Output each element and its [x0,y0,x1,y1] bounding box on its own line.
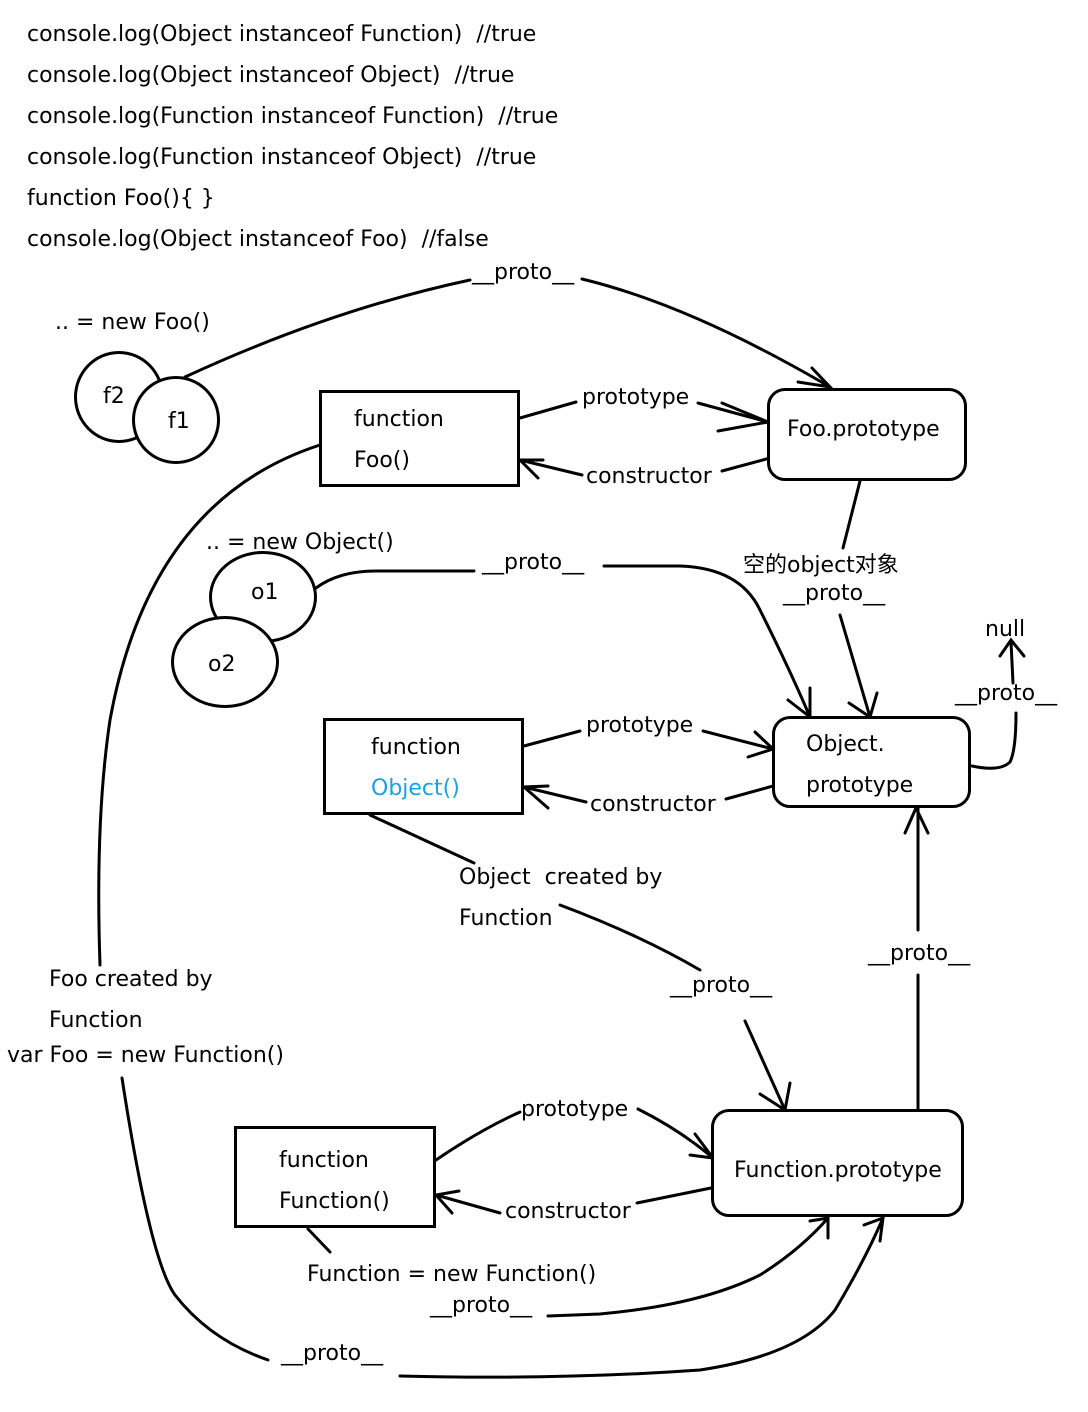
box-function-function: function Function() [234,1126,436,1228]
label-objproto-proto: __proto__ [955,681,1058,706]
object-instances-caption: .. = new Object() [206,530,394,555]
label-foo-prototype: prototype [582,385,690,410]
edge-f1-proto-arrow [580,277,832,389]
edge-foo-constructor-arrow [518,458,584,477]
box-function-function-line2: Function() [279,1189,390,1214]
box-function-object-line2: Object() [371,776,460,801]
code-line: console.log(Function instanceof Object) … [27,145,537,170]
edge-foo-prototype [518,400,578,420]
edge-object-created [368,813,476,865]
edge-object-proto-arrow [743,1019,787,1112]
arrowhead [516,458,545,480]
box-function-prototype: Function.prototype [711,1109,964,1217]
edge-object-constructor-arrow [522,785,588,804]
edge-function-proto [546,1216,830,1318]
box-object-prototype-line2: prototype [806,773,914,798]
edge-foo-created [97,443,322,967]
code-line: function Foo(){ } [27,186,215,211]
edge-function-prototype [434,1110,522,1162]
label-object-created-by-2: Function [459,906,553,931]
box-function-foo-line2: Foo() [354,448,410,473]
edge-f1-proto [183,278,472,379]
code-line: console.log(Object instanceof Foo) //fal… [27,227,489,252]
box-function-object-line1: function [371,735,461,760]
label-function-prototype: prototype [521,1097,629,1122]
instance-o2: o2 [171,616,279,708]
label-foo-created-by-2: Function [49,1008,143,1033]
box-function-foo: function Foo() [319,390,520,487]
label-function-new: Function = new Function() [307,1262,597,1287]
edge-object-prototype-arrow [701,729,775,751]
label-object-proto: __proto__ [670,973,773,998]
code-snippet: console.log(Object instanceof Function) … [27,14,558,260]
arrowhead [520,784,550,810]
arrowhead [998,637,1026,658]
label-o1-proto: __proto__ [482,550,585,575]
label-function-proto: __proto__ [430,1293,533,1318]
box-function-prototype-label: Function.prototype [734,1158,942,1183]
edge-function-constructor [635,1186,713,1205]
box-foo-prototype: Foo.prototype [767,388,967,481]
null-node: null [985,617,1026,642]
edge-function-prototype-arrow [636,1107,715,1160]
box-object-prototype-line1: Object. [806,732,885,757]
arrowhead [716,401,774,433]
edge-objproto-out [970,711,1018,770]
label-fooproto-proto: __proto__ [783,581,886,606]
box-function-function-line1: function [279,1148,369,1173]
label-object-prototype: prototype [586,713,694,738]
edge-foo-proto-2 [398,1216,885,1379]
label-foo-created-by: Foo created by [49,967,213,992]
edge-fooproto-down [841,479,862,550]
label-foo-constructor: constructor [586,464,712,489]
code-line: console.log(Function instanceof Function… [27,104,559,129]
edge-fooproto-proto [838,613,872,719]
arrowhead [903,804,930,835]
foo-instances-caption: .. = new Foo() [55,310,210,335]
arrowhead [808,1216,830,1240]
instance-f1-label: f1 [168,409,190,434]
edge-object-created-2 [558,903,702,972]
instance-f2-label: f2 [103,384,125,409]
edge-object-constructor [724,784,775,801]
label-object-created-by: Object created by [459,865,663,890]
code-line: console.log(Object instanceof Object) //… [27,63,515,88]
edge-function-constructor-arrow [434,1193,502,1215]
edge-function-new [306,1227,332,1254]
label-var-foo: var Foo = new Function() [7,1043,284,1068]
label-funcproto-proto: __proto__ [868,941,971,966]
edge-foo-prototype-arrow [696,401,770,424]
code-line: console.log(Object instanceof Function) … [27,22,537,47]
edge-foo-proto [120,1076,270,1362]
arrowhead [433,1189,461,1215]
label-f1-proto: __proto__ [472,260,575,285]
box-function-object: function Object() [323,718,524,815]
edge-o1-proto [314,569,476,590]
box-foo-prototype-label: Foo.prototype [787,417,940,442]
edge-object-prototype [522,729,582,748]
edge-objproto-null [1009,640,1015,685]
label-empty-object-note: 空的object对象 [743,553,899,578]
box-function-foo-line1: function [354,407,444,432]
arrowhead [796,366,835,390]
arrowhead [862,1215,885,1243]
edge-foo-constructor [720,456,772,473]
instance-o2-label: o2 [208,652,236,677]
instance-o1-label: o1 [251,580,279,605]
box-object-prototype: Object. prototype [772,716,971,808]
label-function-constructor: constructor [505,1199,631,1224]
edge-o1-proto-arrow [602,564,812,719]
label-object-constructor: constructor [590,792,716,817]
arrowhead [688,1132,717,1160]
instance-f1: f1 [132,376,220,464]
label-foo-proto: __proto__ [281,1341,384,1366]
